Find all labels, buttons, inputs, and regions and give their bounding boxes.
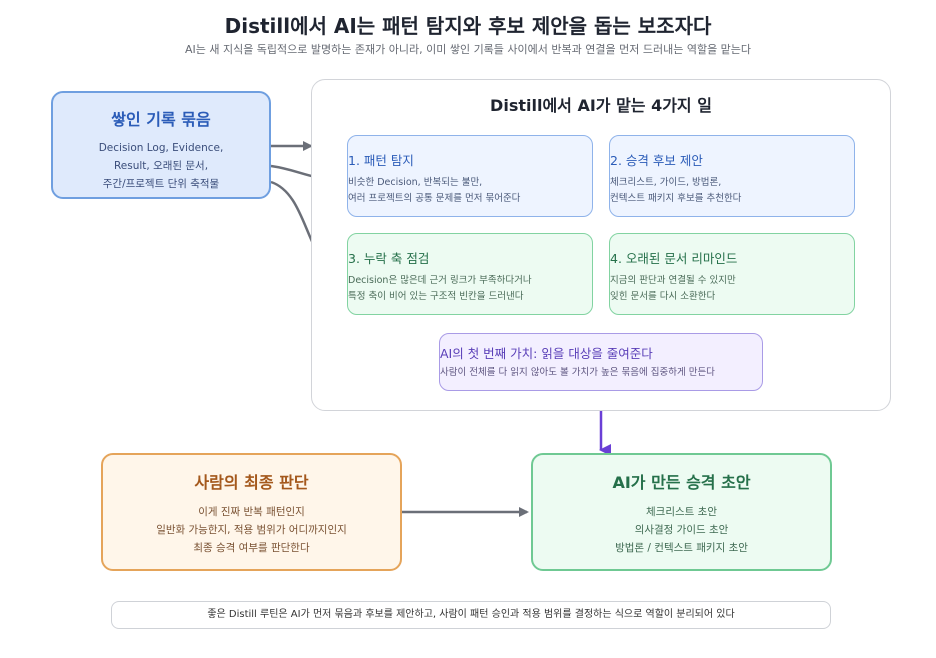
card-line: 여러 프로젝트의 공통 문제를 먼저 묶어준다 <box>348 193 521 204</box>
value-title: AI의 첫 번째 가치: 읽을 대상을 줄여준다 <box>440 346 653 361</box>
card-line: 체크리스트, 가이드, 방법론, <box>610 177 722 188</box>
card-title: 4. 오래된 문서 리마인드 <box>610 251 738 266</box>
draft-line: 체크리스트 초안 <box>646 506 717 518</box>
page-title: Distill에서 AI는 패턴 탐지와 후보 제안을 돕는 보조자다 <box>224 14 712 38</box>
ai-promotion-draft-box: AI가 만든 승격 초안 체크리스트 초안 의사결정 가이드 초안 방법론 / … <box>531 453 832 571</box>
card-old-doc-reminder: 4. 오래된 문서 리마인드 지금의 판단과 연결될 수 있지만 잊힌 문서를 … <box>609 233 855 315</box>
card-title: 2. 승격 후보 제안 <box>610 153 703 168</box>
panel-title: Distill에서 AI가 맡는 4가지 일 <box>490 96 712 115</box>
draft-line: 방법론 / 컨텍스트 패키지 초안 <box>615 542 748 554</box>
source-line: 주간/프로젝트 단위 축적물 <box>102 178 220 190</box>
card-line: Decision은 많은데 근거 링크가 부족하다거나 <box>348 275 532 286</box>
source-records-box: 쌓인 기록 묶음 Decision Log, Evidence, Result,… <box>51 91 271 199</box>
draft-title: AI가 만든 승격 초안 <box>612 473 751 492</box>
human-line: 일반화 가능한지, 적용 범위가 어디까지인지 <box>156 524 347 536</box>
source-title: 쌓인 기록 묶음 <box>111 110 211 129</box>
card-line: 지금의 판단과 연결될 수 있지만 <box>610 275 736 286</box>
human-line: 최종 승격 여부를 판단한다 <box>193 542 310 554</box>
card-title: 1. 패턴 탐지 <box>348 153 414 168</box>
source-line: Result, 오래된 문서, <box>113 160 209 172</box>
page-subtitle: AI는 새 지식을 독립적으로 발명하는 존재가 아니라, 이미 쌓인 기록들 … <box>184 43 752 56</box>
card-promotion-candidates: 2. 승격 후보 제안 체크리스트, 가이드, 방법론, 컨텍스트 패키지 후보… <box>609 135 855 217</box>
card-line: 컨텍스트 패키지 후보를 추천한다 <box>610 193 742 204</box>
card-pattern-detection: 1. 패턴 탐지 비슷한 Decision, 반복되는 불만, 여러 프로젝트의… <box>347 135 593 217</box>
footer-note: 좋은 Distill 루틴은 AI가 먼저 묶음과 후보를 제안하고, 사람이 … <box>111 601 831 629</box>
card-line: 비슷한 Decision, 반복되는 불만, <box>348 177 483 188</box>
draft-line: 의사결정 가이드 초안 <box>634 524 729 536</box>
human-title: 사람의 최종 판단 <box>194 473 309 492</box>
card-missing-axis-check: 3. 누락 축 점검 Decision은 많은데 근거 링크가 부족하다거나 특… <box>347 233 593 315</box>
source-line: Decision Log, Evidence, <box>98 142 224 154</box>
card-line: 잊힌 문서를 다시 소환한다 <box>610 291 716 302</box>
card-line: 특정 축이 비어 있는 구조적 빈칸을 드러낸다 <box>348 291 524 302</box>
card-title: 3. 누락 축 점검 <box>348 251 430 266</box>
ai-first-value-box: AI의 첫 번째 가치: 읽을 대상을 줄여준다 사람이 전체를 다 읽지 않아… <box>439 333 763 391</box>
value-line: 사람이 전체를 다 읽지 않아도 볼 가치가 높은 묶음에 집중하게 만든다 <box>440 367 715 378</box>
human-final-judgment-box: 사람의 최종 판단 이게 진짜 반복 패턴인지 일반화 가능한지, 적용 범위가… <box>101 453 402 571</box>
human-line: 이게 진짜 반복 패턴인지 <box>198 506 305 518</box>
